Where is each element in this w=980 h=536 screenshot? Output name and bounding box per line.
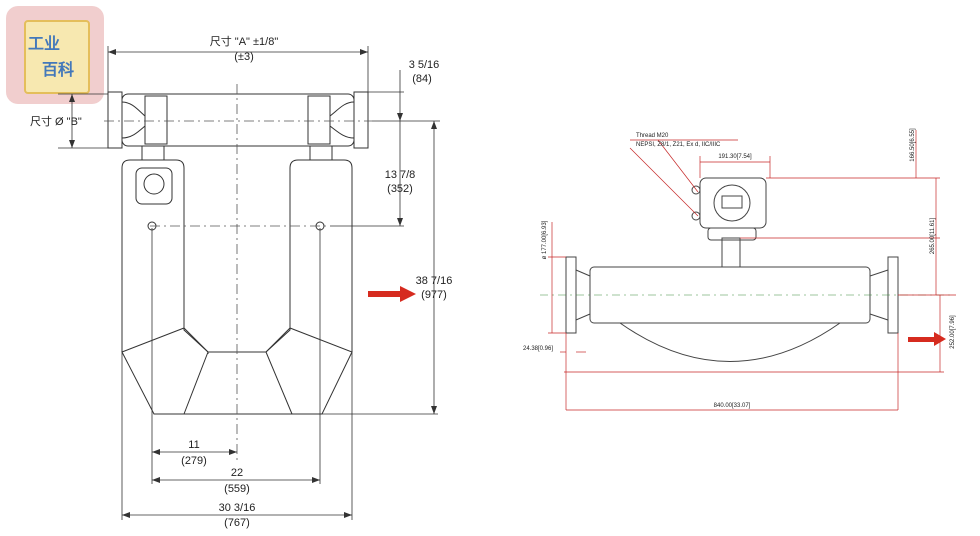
v-left-label: ø 177.00[6.93]: [542, 220, 548, 259]
left-tube: [121, 159, 209, 354]
terminal-cover: [143, 173, 165, 195]
right-tube: [289, 159, 353, 352]
dim-5: 22: [231, 467, 243, 479]
cable-gland-2: [691, 211, 701, 221]
manifold-pipe: [121, 93, 355, 147]
right-reducer: [329, 101, 355, 139]
cable-gland-1: [691, 185, 701, 195]
dim-a-label: 尺寸 "A" ±1/8": [210, 34, 279, 48]
dim-6: 30 3/16: [219, 502, 256, 514]
dim-2: 13 7/8: [385, 169, 416, 181]
right-flange: [353, 91, 369, 149]
left-collar: [144, 95, 168, 145]
right-neck: [309, 145, 333, 161]
left-dim-lines: [58, 46, 440, 520]
left-reducer: [121, 101, 146, 139]
left-neck: [141, 145, 165, 161]
v-head-label: 265.00[11.61]: [930, 218, 936, 255]
right-drawing: [565, 177, 899, 362]
v-body-label: 252.00[7.96]: [950, 315, 956, 349]
right-dim-lines: [548, 130, 956, 411]
dim-4: 11: [188, 439, 199, 451]
right-collar: [307, 95, 331, 145]
left-dim-arrows: [69, 49, 437, 518]
cert-label: NEPSI, Z8/1, Z21, Ex d, IIC/IIIC: [636, 142, 721, 148]
watermark-logo: 工业 百科: [6, 6, 104, 104]
length-label: 840.00[33.07]: [714, 403, 751, 409]
flange-label: 24.38[0.96]: [523, 346, 553, 352]
curved-body: [619, 322, 841, 362]
top-width-label: 191.30[7.54]: [718, 154, 752, 160]
bottom-housing: [121, 327, 353, 415]
left-centerlines: [104, 84, 372, 460]
dim-6-mm: (767): [224, 517, 250, 529]
dim-1: 3 5/16: [409, 59, 440, 71]
thread-label: Thread M20: [636, 133, 669, 139]
dim-1-mm: (84): [412, 73, 432, 85]
flow-arrow-right: [908, 332, 946, 346]
v-top-label: 166.50[6.55]: [910, 128, 916, 162]
dim-5-mm: (559): [224, 483, 250, 495]
terminal-box: [135, 167, 173, 205]
watermark-text-1: 工业: [28, 34, 61, 53]
dim-2-mm: (352): [387, 183, 413, 195]
dim-3-mm: (977): [421, 289, 447, 301]
transmitter-head: [699, 177, 767, 229]
transmitter-neck: [721, 237, 741, 268]
left-drawing: [107, 91, 369, 415]
dim-3: 38 7/16: [416, 275, 453, 287]
dim-b-label: 尺寸 Ø "B": [30, 114, 82, 128]
dim-a-mm: (±3): [234, 51, 253, 63]
left-flange: [107, 91, 123, 149]
watermark-text-2: 百科: [42, 60, 75, 79]
outlet-reducer: [869, 269, 889, 321]
inlet-reducer: [575, 269, 591, 321]
transmitter-display: [713, 184, 751, 222]
flow-arrow-left: [368, 286, 416, 302]
book-icon: [24, 20, 90, 94]
display-window: [721, 195, 743, 209]
dim-4-mm: (279): [181, 455, 207, 467]
